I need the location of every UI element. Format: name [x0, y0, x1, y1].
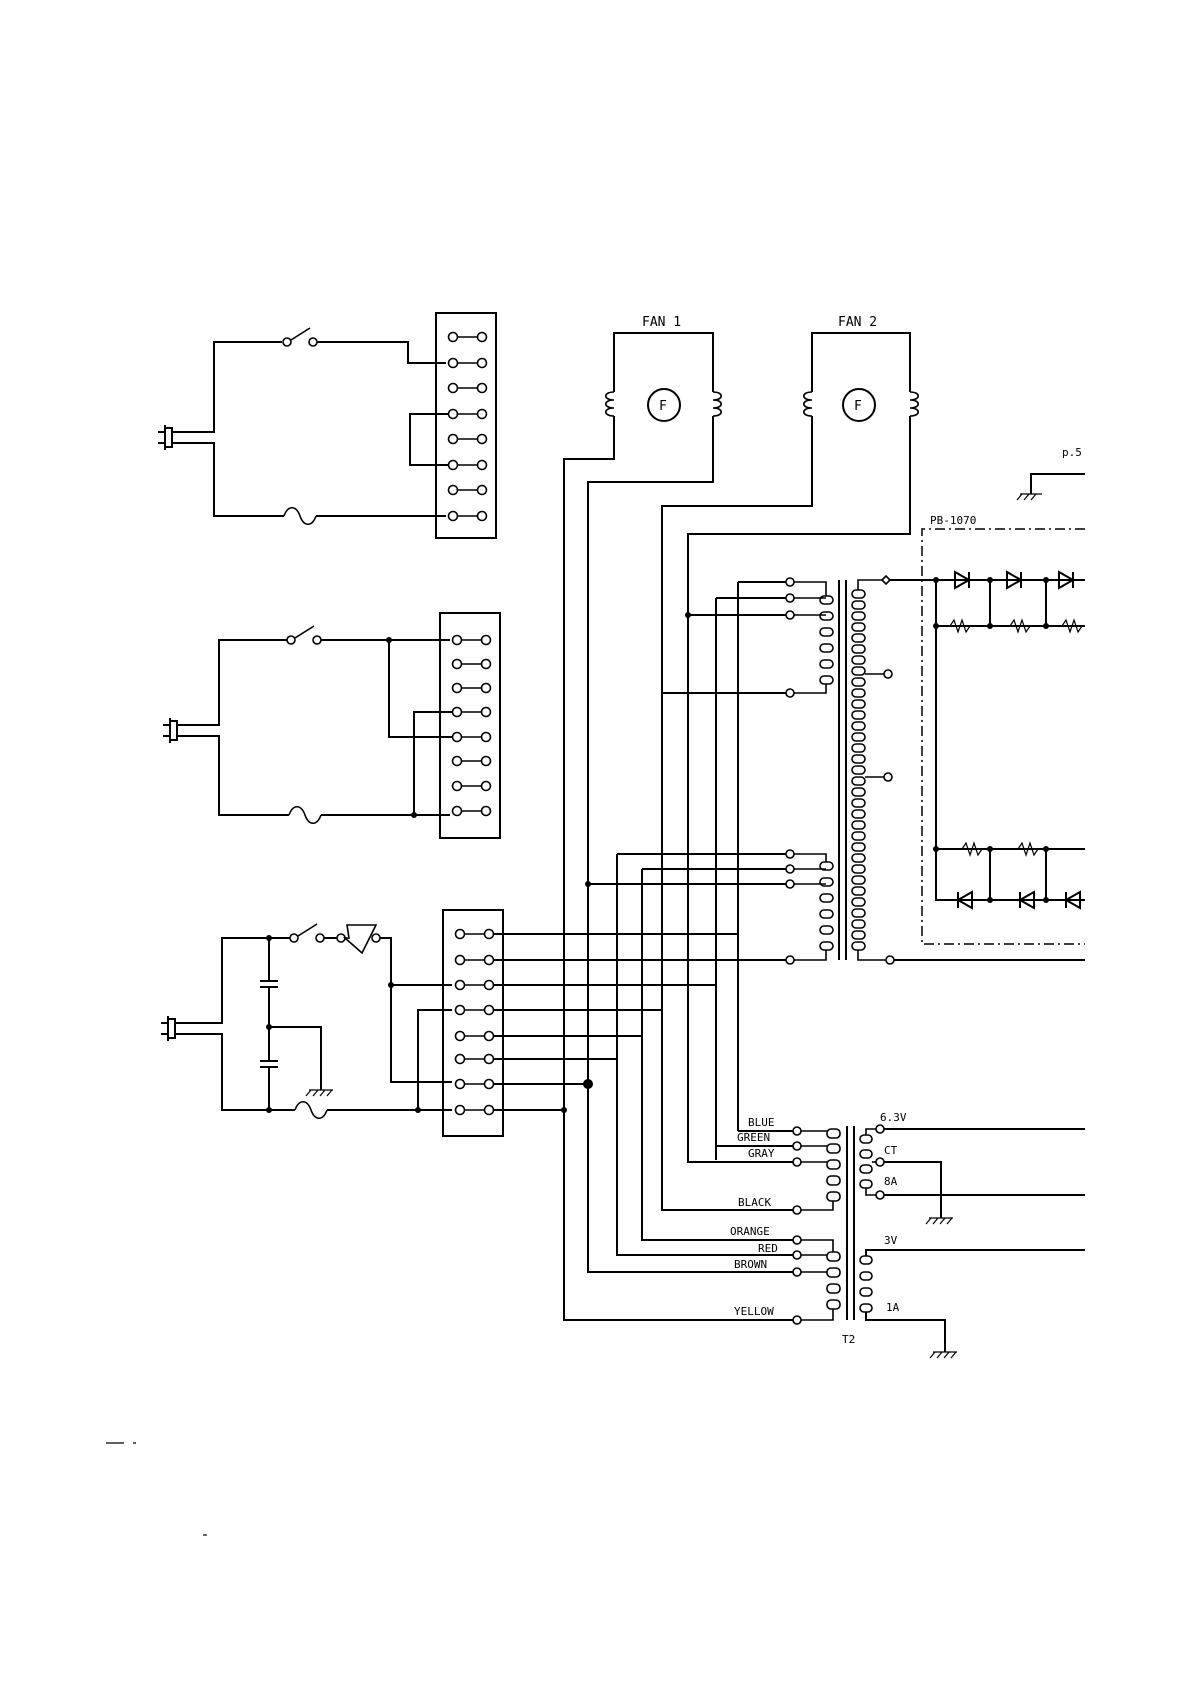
fuse-icon — [289, 807, 321, 824]
jumper-links — [453, 636, 491, 816]
switch-icon — [287, 626, 321, 644]
t2-lead-gray: GRAY — [748, 1147, 775, 1160]
ground-icon — [1017, 494, 1042, 500]
main-transformer-primary-winding — [795, 582, 833, 960]
fan-2: FAN 2 F — [662, 315, 918, 1160]
pcb-label: PB-1070 — [930, 514, 976, 527]
jumper-links — [456, 930, 494, 1115]
t2-primary-terminals — [793, 1127, 801, 1324]
t2-lead-red: RED — [758, 1242, 778, 1255]
switch-icon — [290, 924, 324, 942]
t2-secondary-1a: 1A — [886, 1301, 900, 1314]
t2-lead-brown: BROWN — [734, 1258, 767, 1271]
fan-2-motor-letter: F — [854, 399, 862, 414]
jumper-block — [436, 313, 496, 538]
thermal-fuse-icon — [337, 925, 380, 953]
fan-1-motor-letter: F — [659, 399, 667, 414]
t2-lead-black: BLACK — [738, 1196, 771, 1209]
ground-icon — [306, 1090, 333, 1096]
power-input-2 — [163, 613, 500, 838]
pcb-ref-label: p.5 — [1062, 446, 1082, 459]
t2-secondary-ct: CT — [884, 1144, 898, 1157]
resistor-icon — [950, 620, 1082, 855]
plug-icon — [158, 425, 180, 450]
fuse-icon — [284, 508, 316, 525]
pcb-board: PB-1070 p.5 — [922, 446, 1085, 944]
t2-primary-winding — [801, 1129, 840, 1320]
power-input-3 — [161, 910, 790, 1136]
ground-icon — [930, 1352, 957, 1358]
t2-secondary-8a: 8A — [884, 1175, 898, 1188]
t2-secondary-3v: 3V — [884, 1234, 898, 1247]
main-transformer-primary-terminals — [786, 578, 794, 964]
ground-icon — [926, 1218, 953, 1224]
fan-1-label: FAN 1 — [642, 315, 681, 330]
main-transformer-secondary-winding — [852, 590, 865, 950]
t2-lead-blue: BLUE — [748, 1116, 775, 1129]
diode-icon — [955, 572, 1080, 908]
t2-lead-yellow: YELLOW — [734, 1305, 774, 1318]
fan-2-label: FAN 2 — [838, 315, 877, 330]
t2-secondary-winding — [860, 1135, 872, 1312]
power-input-1 — [158, 313, 496, 538]
fuse-icon — [295, 1102, 327, 1119]
jumper-block — [443, 910, 503, 1136]
trunk-wires — [561, 582, 795, 1320]
jumper-links — [449, 333, 487, 521]
t2-label: T2 — [842, 1333, 855, 1346]
jumper-block — [440, 613, 500, 838]
t2-secondary-6v3: 6.3V — [880, 1111, 907, 1124]
plug-icon — [163, 718, 185, 743]
t2-lead-orange: ORANGE — [730, 1225, 770, 1238]
t2-lead-green: GREEN — [737, 1131, 770, 1144]
switch-icon — [283, 328, 317, 346]
plug-icon — [161, 1016, 183, 1041]
